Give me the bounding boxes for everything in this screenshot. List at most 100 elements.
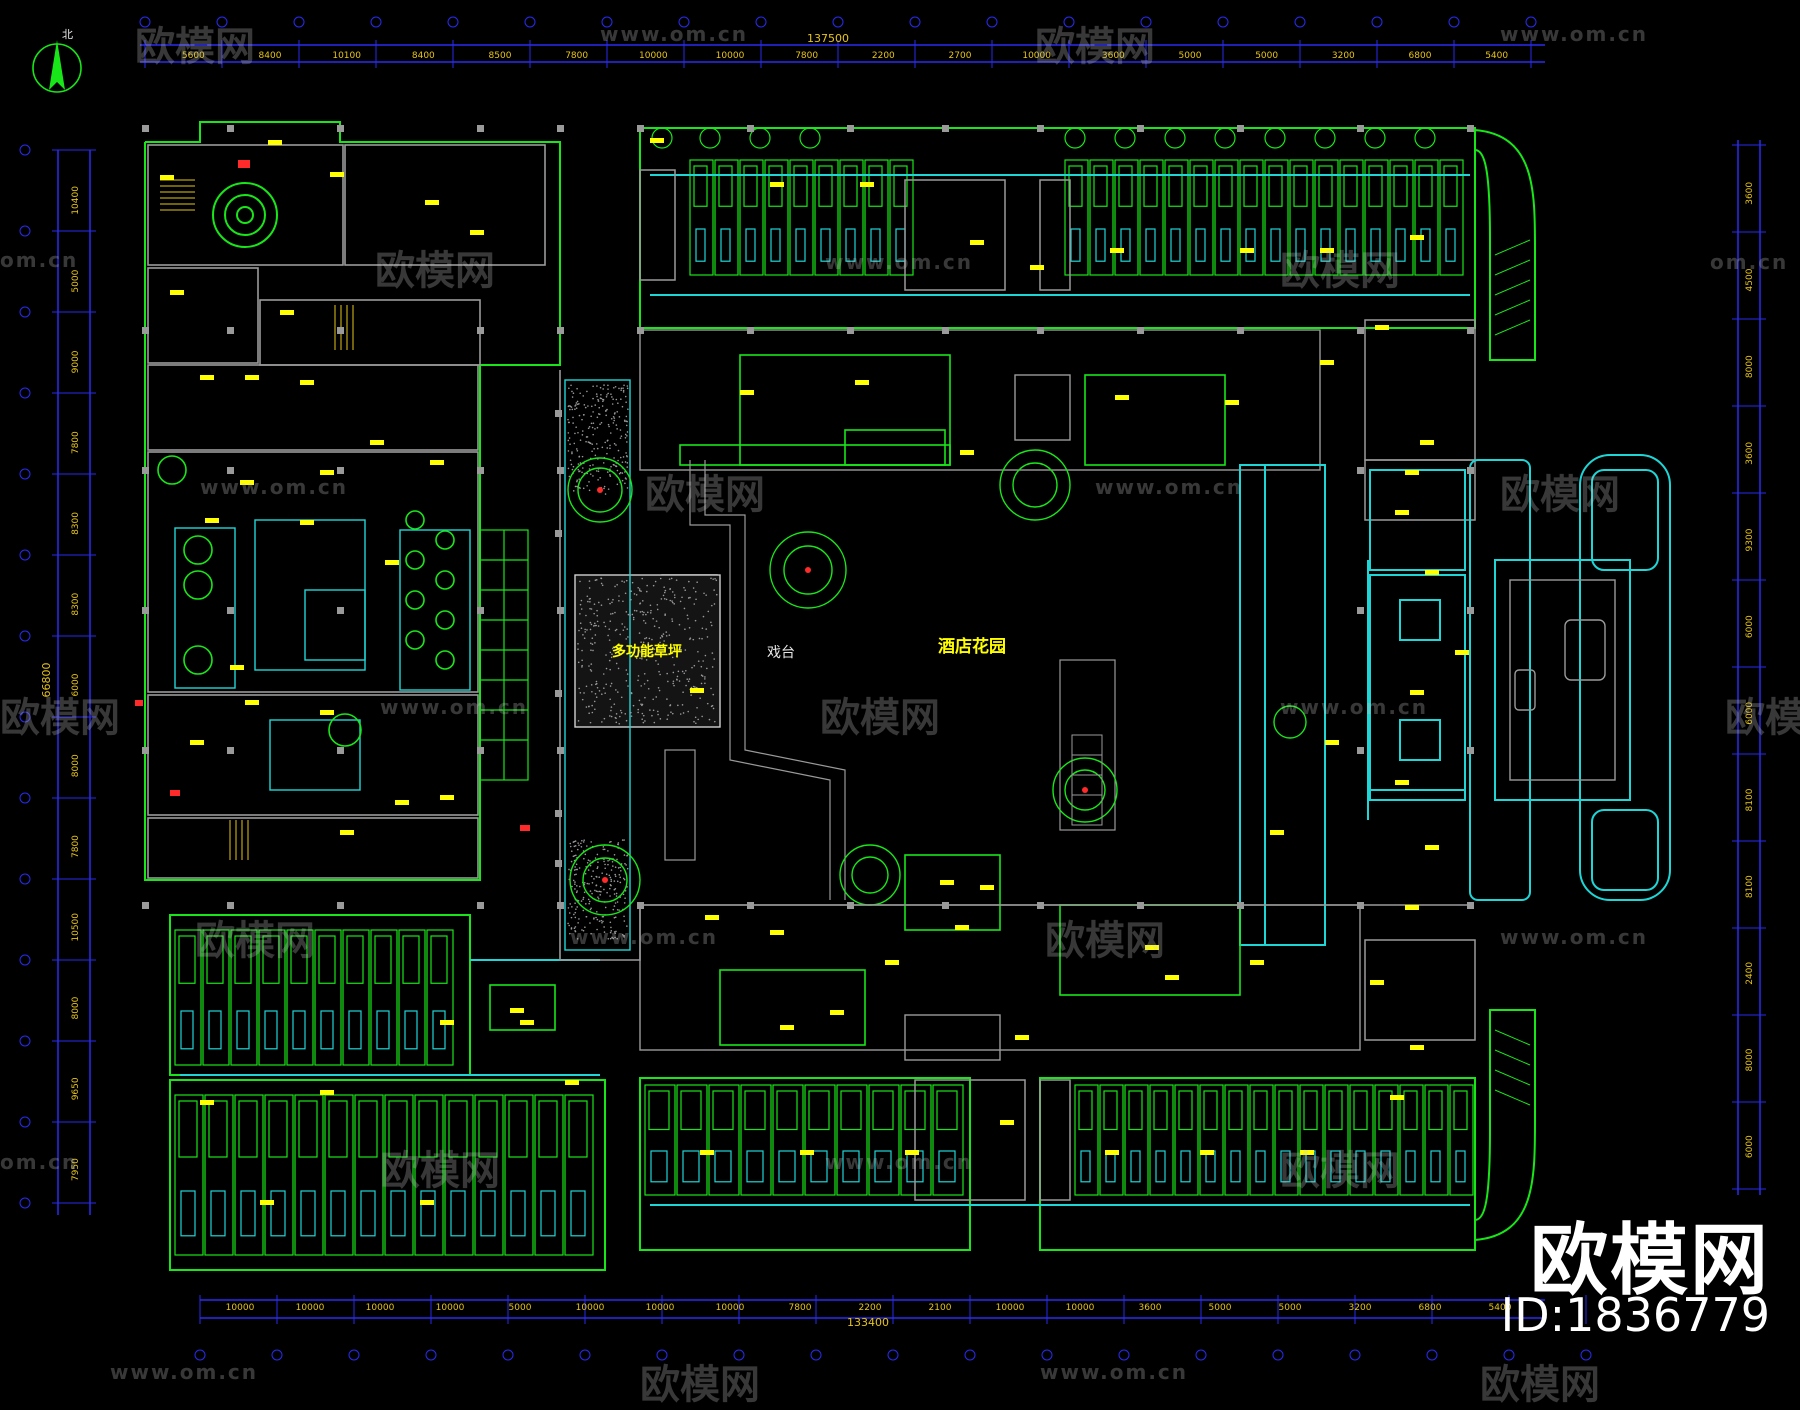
lawn-dot: [594, 404, 597, 406]
lawn-dot: [617, 843, 619, 846]
left-dimension-line: [57, 150, 91, 1215]
lawn-dot: [579, 462, 582, 464]
dimension-text: 5000: [1279, 1303, 1302, 1313]
bathroom-outline: [1280, 1150, 1291, 1183]
lawn-dot: [573, 913, 575, 916]
axis-bubble: [19, 630, 31, 642]
lawn-dot: [579, 470, 581, 472]
room-tag: [705, 915, 719, 920]
lawn-dot: [601, 921, 603, 924]
lawn-dot: [611, 653, 613, 655]
lawn-dot: [570, 384, 572, 387]
lawn-dot: [692, 685, 695, 688]
lawn-dot: [576, 479, 578, 482]
lawn-dot: [619, 471, 622, 474]
south-guest-rooms-right: [1074, 1084, 1474, 1196]
bathroom-outline: [264, 1010, 278, 1050]
axis-bubble: [1041, 1349, 1053, 1361]
axis-bubble: [19, 1197, 31, 1209]
lawn-dot: [705, 594, 707, 596]
lawn-dot: [576, 938, 579, 940]
lawn-dot: [609, 474, 611, 476]
room-tag: [340, 830, 354, 835]
lawn-dot: [598, 406, 601, 409]
lawn-dot: [691, 666, 693, 669]
lawn-dot: [610, 465, 612, 468]
lawn-dot: [569, 932, 571, 935]
bed-outline: [1353, 1090, 1368, 1131]
lawn-dot: [613, 457, 615, 459]
lawn-dot: [623, 878, 626, 881]
lawn-dot: [575, 404, 577, 406]
lawn-dot: [619, 437, 622, 439]
lawn-dot: [624, 592, 627, 595]
lawn-dot: [696, 581, 698, 584]
lawn-dot: [652, 584, 655, 587]
lawn-dot: [575, 854, 577, 857]
lawn-dot: [686, 678, 689, 680]
lawn-dot: [600, 421, 603, 424]
room-tag: [1165, 975, 1179, 980]
lawn-dot: [626, 487, 629, 489]
column: [1357, 607, 1364, 614]
room-tag: [1395, 510, 1409, 515]
watermark-text: 欧模网: [375, 248, 495, 294]
axis-bubble: [579, 1349, 591, 1361]
dimension-text: 7800: [71, 431, 81, 454]
lawn-dot: [611, 936, 613, 939]
lawn-dot: [681, 596, 683, 599]
lawn-dot: [655, 660, 657, 662]
lawn-dot: [639, 657, 641, 660]
column: [1467, 747, 1474, 754]
bed-outline: [1153, 1090, 1168, 1131]
lawn-dot: [665, 635, 668, 637]
guest-room: [294, 1094, 324, 1256]
lawn-dot: [693, 664, 696, 667]
lawn-dot: [700, 682, 703, 685]
lawn-dot: [591, 711, 594, 714]
guest-room: [789, 159, 814, 276]
bathroom-outline: [1445, 228, 1456, 262]
lawn-dot: [681, 704, 684, 706]
axis-bubble: [1140, 16, 1152, 28]
bed-outline: [1343, 165, 1358, 207]
lawn-dot: [574, 902, 576, 904]
lawn-dot: [623, 419, 626, 422]
lawn-dot: [596, 620, 599, 623]
guest-room: [444, 1094, 474, 1256]
lawn-dot: [592, 625, 595, 627]
bathroom-outline: [360, 1190, 376, 1237]
lawn-dot: [609, 444, 611, 447]
lawn-dot: [624, 433, 627, 436]
lawn-dot: [582, 909, 585, 912]
lawn-dot: [587, 441, 590, 443]
bed-outline: [1443, 165, 1458, 207]
bed-outline: [1393, 165, 1408, 207]
axis-bubble: [1503, 1349, 1515, 1361]
lawn-dot: [579, 691, 582, 694]
lawn-dot: [625, 669, 628, 671]
lawn-dot: [609, 602, 611, 605]
lawn-dot: [613, 905, 616, 907]
lawn-dot: [700, 674, 703, 677]
structural-columns: [142, 125, 1474, 909]
lawn-dot: [603, 888, 605, 891]
guest-room: [1139, 159, 1164, 276]
lawn-dot: [651, 714, 653, 717]
lawn-dot: [572, 416, 574, 419]
lawn-dot: [576, 450, 579, 452]
column: [142, 607, 149, 614]
room-tag: [905, 1150, 919, 1155]
room-tag: [1200, 1150, 1214, 1155]
lawn-dot: [589, 601, 591, 603]
bathroom-outline: [348, 1010, 362, 1050]
lawn-dot: [609, 715, 611, 717]
room-tag: [740, 390, 754, 395]
lawn-dot: [604, 441, 607, 444]
lawn-dot: [616, 583, 618, 586]
lawn-dot: [582, 395, 585, 397]
lawn-dot: [635, 610, 638, 612]
column: [337, 607, 344, 614]
dimension-text: 2200: [859, 1303, 882, 1313]
lawn-dot: [622, 391, 625, 393]
